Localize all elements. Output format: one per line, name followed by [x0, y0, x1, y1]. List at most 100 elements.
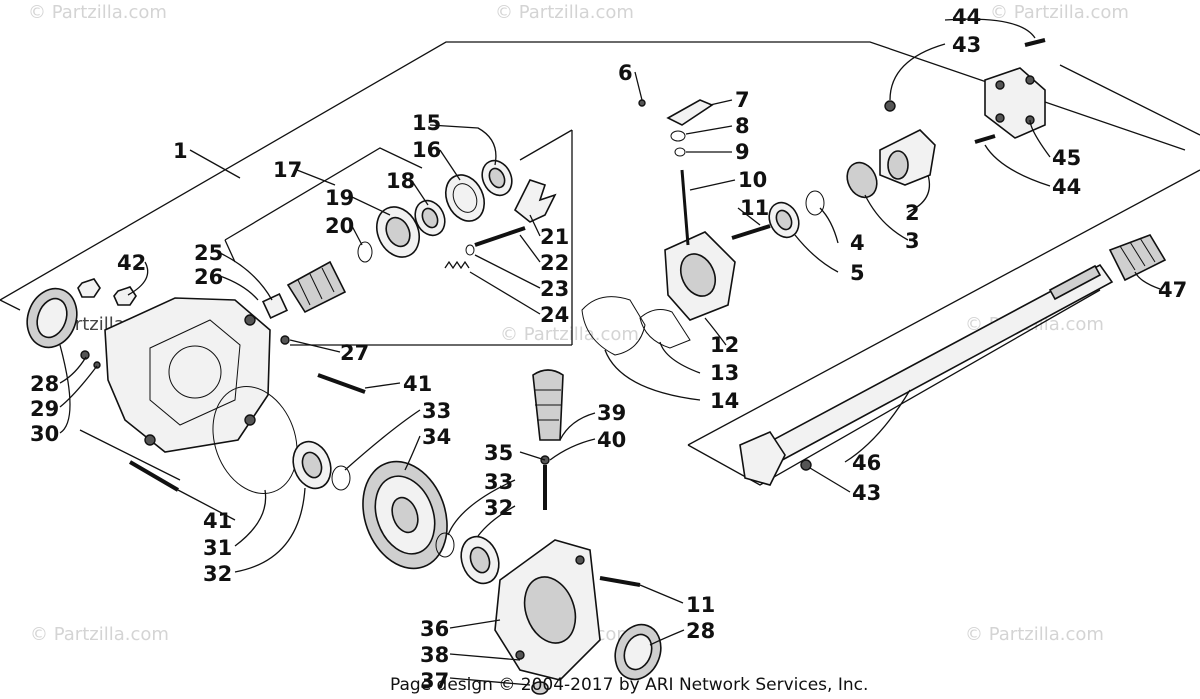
pin-27: [280, 335, 290, 345]
callout-15: 15: [412, 111, 441, 135]
shim-33b: [435, 532, 455, 558]
callout-20: 20: [325, 214, 354, 238]
spring-24: [444, 260, 470, 270]
bearing-15: [481, 159, 513, 197]
o-ring-9: [674, 147, 686, 157]
callout-2: 2: [905, 201, 920, 225]
screw-30: [93, 361, 101, 369]
sleeve-16: [444, 174, 486, 222]
callout-41: 41: [403, 372, 432, 396]
oil-seal-right: [614, 623, 662, 681]
gear-case-cover: [494, 539, 601, 681]
bolt-41-upper: [317, 373, 366, 394]
collar-18: [414, 199, 446, 237]
callout-45: 45: [1052, 146, 1081, 170]
watermark: © Partzilla.com: [500, 324, 639, 345]
gasket-14: [581, 296, 646, 356]
boot-47: [1108, 234, 1167, 282]
callout-47: 47: [1158, 278, 1187, 302]
copyright-footer: Page design © 2004-2017 by ARI Network S…: [390, 675, 868, 695]
coupler-housing: [664, 231, 736, 321]
callout-36: 36: [420, 617, 449, 641]
callout-30: 30: [30, 422, 59, 446]
callout-11: 11: [740, 196, 769, 220]
callout-41: 41: [203, 509, 232, 533]
callout-40: 40: [597, 428, 626, 452]
gasket-13: [639, 309, 691, 349]
bolt-44-lower: [974, 134, 996, 144]
actuator-shaft: [680, 169, 690, 246]
callout-7: 7: [735, 88, 750, 112]
callout-9: 9: [735, 140, 750, 164]
shift-fork: [513, 179, 557, 223]
bracket-edge: [519, 129, 573, 161]
callout-43: 43: [852, 481, 881, 505]
shift-shaft: [474, 226, 526, 247]
bearing-5: [768, 201, 800, 239]
callout-6: 6: [618, 61, 633, 85]
callout-24: 24: [540, 303, 569, 327]
bolt-11-lower: [599, 576, 641, 587]
callout-38: 38: [420, 643, 449, 667]
callout-3: 3: [905, 229, 920, 253]
screw-6: [638, 99, 646, 107]
pinion-gear: [261, 260, 347, 320]
callout-26: 26: [194, 265, 223, 289]
snap-ring-4: [805, 190, 825, 216]
callout-31: 31: [203, 536, 232, 560]
watermark: © Partzilla.com: [990, 2, 1129, 23]
callout-44: 44: [952, 5, 981, 29]
callout-44: 44: [1052, 175, 1081, 199]
callout-35: 35: [484, 441, 513, 465]
callout-labels: 1 2 3 4 5 6 7 8 9 10 11 11 12 13 14 15 1…: [30, 5, 1187, 693]
callout-4: 4: [850, 231, 865, 255]
seal-3: [846, 161, 878, 199]
drive-shaft: [739, 263, 1114, 486]
callout-23: 23: [540, 277, 569, 301]
watermark: © Partzilla.com: [28, 2, 167, 23]
shim-33: [331, 465, 351, 491]
callout-32: 32: [484, 496, 513, 520]
gear-case-housing: [104, 297, 271, 453]
callout-18: 18: [386, 169, 415, 193]
callout-19: 19: [325, 186, 354, 210]
leader-lines: [59, 18, 1161, 686]
callout-10: 10: [738, 168, 767, 192]
callout-21: 21: [540, 225, 569, 249]
callout-1: 1: [173, 139, 188, 163]
gasket-31: [212, 386, 298, 494]
callout-28: 28: [30, 372, 59, 396]
nut-43-upper: [884, 100, 896, 112]
callout-43: 43: [952, 33, 981, 57]
callout-42: 42: [117, 251, 146, 275]
callout-12: 12: [710, 333, 739, 357]
bearing-19: [376, 206, 420, 258]
callout-46: 46: [852, 451, 881, 475]
bracket-assembly-17: [224, 147, 423, 241]
callout-17: 17: [273, 158, 302, 182]
bracket-housing: [79, 429, 181, 481]
callout-13: 13: [710, 361, 739, 385]
callout-33: 33: [422, 399, 451, 423]
callout-11: 11: [686, 593, 715, 617]
callout-34: 34: [422, 425, 451, 449]
flange-2: [879, 129, 936, 186]
watermark: © Partzilla.com: [30, 624, 169, 645]
bracket-shaft-lower: [687, 169, 1200, 446]
nuts-42: [77, 278, 137, 306]
callout-37: 37: [420, 669, 449, 693]
washer-8: [670, 130, 686, 142]
snap-ring-20: [357, 241, 373, 263]
bracket-shaft: [1059, 64, 1200, 136]
callout-27: 27: [340, 341, 369, 365]
callout-14: 14: [710, 389, 739, 413]
bolt-11-upper: [731, 224, 771, 240]
callout-32: 32: [203, 562, 232, 586]
bracket-edge: [224, 239, 236, 263]
callout-25: 25: [194, 241, 223, 265]
bearing-32-left: [292, 440, 332, 490]
lever-7: [666, 99, 714, 126]
callout-5: 5: [850, 261, 865, 285]
